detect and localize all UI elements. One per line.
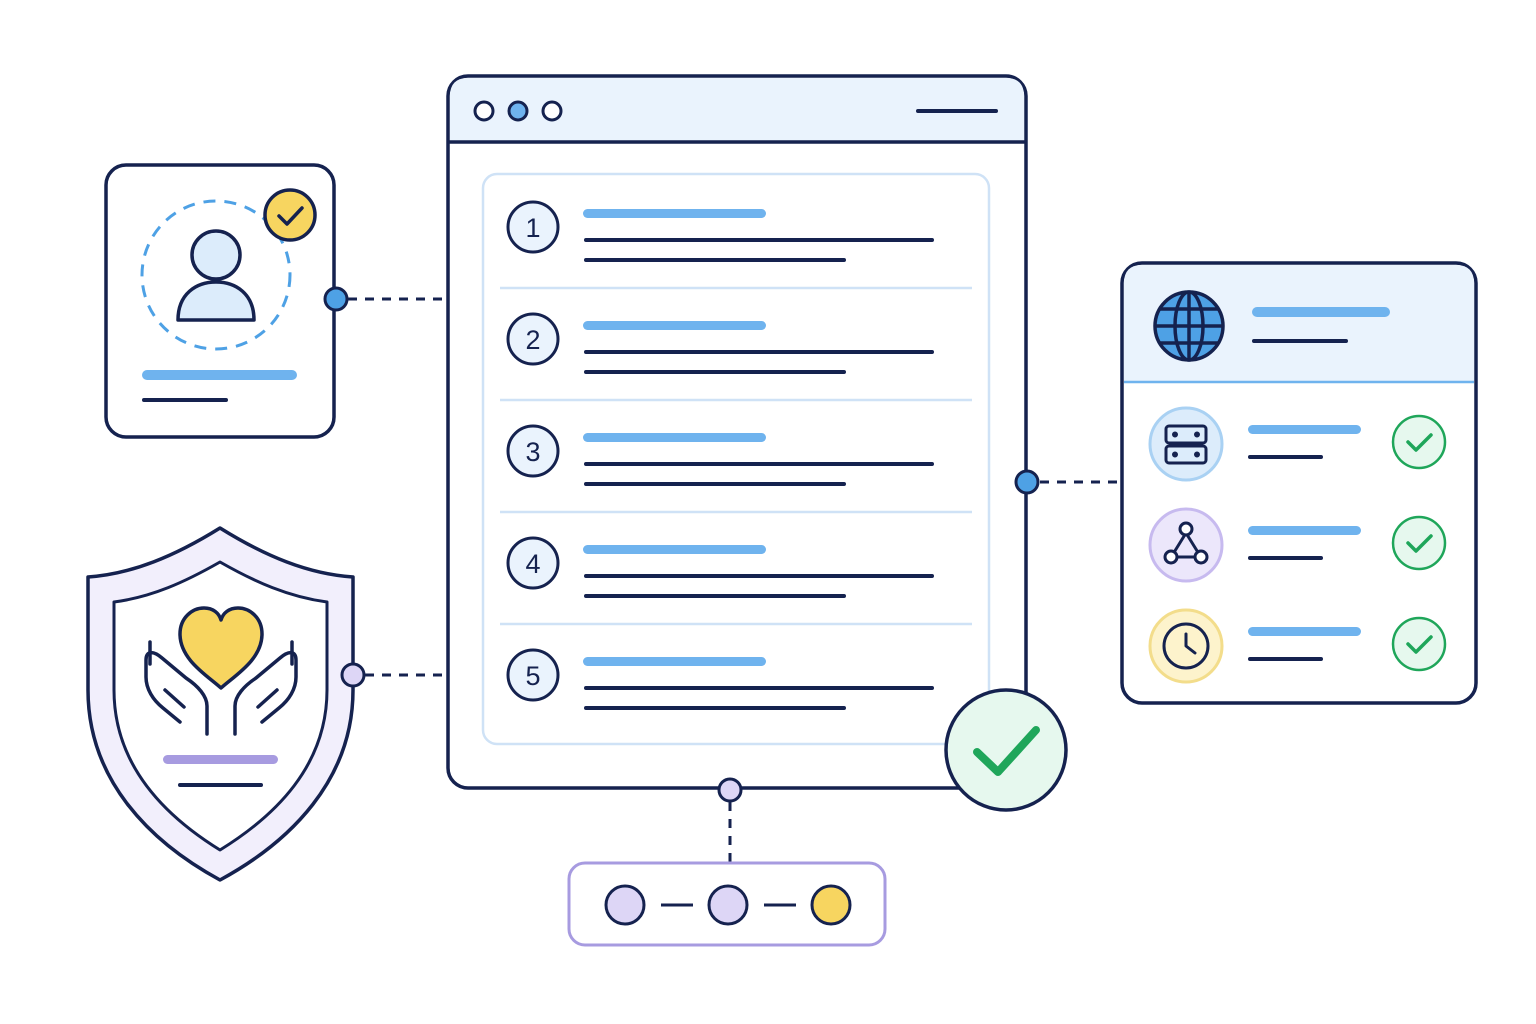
- service-item: [1148, 406, 1447, 482]
- step-number: 5: [525, 661, 540, 691]
- services-title-placeholder: [1252, 307, 1390, 317]
- status-check-icon: [1391, 515, 1447, 571]
- step-item: 2: [506, 312, 934, 374]
- browser-window: 1 2 3 4 5: [446, 74, 1040, 803]
- service-icon-bg: [1148, 507, 1224, 583]
- care-shield: [86, 526, 366, 882]
- services-list: [1148, 406, 1447, 684]
- step-number: 4: [525, 549, 540, 579]
- verified-badge-icon: [263, 188, 317, 242]
- service-title-placeholder: [1248, 526, 1361, 535]
- window-control-maximize[interactable]: [541, 100, 563, 122]
- profile-card: [104, 163, 349, 439]
- success-check-icon: [944, 688, 1068, 812]
- user-icon: [176, 229, 256, 322]
- step-title-placeholder: [583, 209, 766, 218]
- progress-dots: [604, 884, 852, 926]
- steps-panel: [481, 172, 991, 746]
- profile-name-placeholder: [142, 370, 297, 380]
- step-number-circle: [506, 648, 560, 702]
- step-number-circle: [506, 536, 560, 590]
- service-title-placeholder: [1248, 627, 1361, 636]
- step-number-circle: [506, 312, 560, 366]
- service-item: [1148, 507, 1447, 583]
- step-text-line: [584, 686, 934, 690]
- service-detail-placeholder: [1248, 455, 1323, 459]
- network-nodes-icon: [1163, 521, 1209, 565]
- step-number-circle: [506, 424, 560, 478]
- globe-icon: [1153, 290, 1225, 362]
- browser-bottom-connector-node: [717, 777, 743, 803]
- profile-dashed-ring: [140, 199, 292, 351]
- step-title-placeholder: [583, 545, 766, 554]
- step-number: 1: [525, 213, 540, 243]
- shield-detail-placeholder: [178, 783, 263, 787]
- step-item: 3: [506, 424, 934, 486]
- step-text-line: [584, 350, 934, 354]
- step-text-line: [584, 482, 846, 486]
- progress-track: [567, 861, 887, 947]
- step-number: 3: [525, 437, 540, 467]
- steps-list: 1 2 3 4 5: [500, 200, 972, 710]
- window-control-close[interactable]: [473, 100, 495, 122]
- step-text-line: [584, 706, 846, 710]
- step-item: 1: [506, 200, 934, 262]
- step-text-line: [584, 238, 934, 242]
- step-text-line: [584, 462, 934, 466]
- progress-dot-current: [810, 884, 852, 926]
- step-number: 2: [525, 325, 540, 355]
- service-detail-placeholder: [1248, 556, 1323, 560]
- step-title-placeholder: [583, 657, 766, 666]
- connectors: [348, 297, 1122, 862]
- services-card: [1120, 261, 1478, 705]
- status-check-icon: [1391, 414, 1447, 470]
- step-text-line: [584, 594, 846, 598]
- caring-hands-icon: [144, 640, 298, 736]
- step-title-placeholder: [583, 321, 766, 330]
- service-item: [1148, 608, 1447, 684]
- menu-line-icon[interactable]: [916, 109, 998, 113]
- shield-title-placeholder: [163, 755, 278, 764]
- step-title-placeholder: [583, 433, 766, 442]
- status-check-icon: [1391, 616, 1447, 672]
- server-icon: [1164, 424, 1208, 465]
- step-item: 5: [506, 648, 934, 710]
- service-title-placeholder: [1248, 425, 1361, 434]
- progress-dot-pending: [604, 884, 646, 926]
- browser-right-connector-node: [1014, 469, 1040, 495]
- shield-connector-node: [340, 662, 366, 688]
- services-subtitle-placeholder: [1252, 339, 1348, 343]
- heart-icon: [178, 606, 264, 690]
- profile-connector-node: [323, 286, 349, 312]
- step-item: 4: [506, 536, 934, 598]
- profile-detail-placeholder: [142, 398, 228, 402]
- step-text-line: [584, 370, 846, 374]
- step-text-line: [584, 574, 934, 578]
- service-detail-placeholder: [1248, 657, 1323, 661]
- step-number-circle: [506, 200, 560, 254]
- clock-icon: [1162, 622, 1210, 670]
- step-text-line: [584, 258, 846, 262]
- window-control-minimize[interactable]: [507, 100, 529, 122]
- progress-dot-pending: [707, 884, 749, 926]
